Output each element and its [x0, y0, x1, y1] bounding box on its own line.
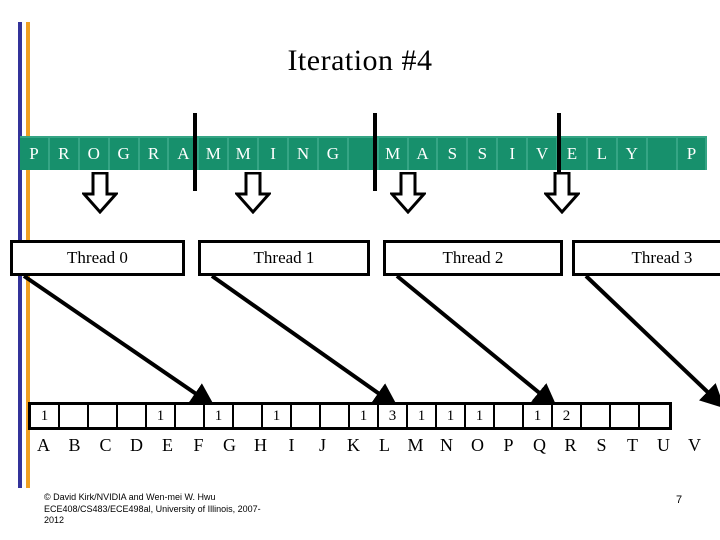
histogram-bin-cell [611, 405, 640, 427]
strip-cell: M [229, 136, 260, 170]
strip-cell: L [587, 136, 618, 170]
thread-box-label: Thread 0 [67, 248, 128, 267]
histogram-bin-label: G [223, 434, 236, 455]
thread-to-bin-arrow [395, 274, 558, 408]
strip-cell: E [558, 136, 588, 170]
strip-cell: A [169, 136, 200, 170]
histogram-bin-cell: 1 [437, 405, 466, 427]
down-arrow-icon [233, 171, 273, 215]
histogram-bin-cell: 1 [205, 405, 234, 427]
strip-cell: N [289, 136, 319, 170]
footer-line-1: © David Kirk/NVIDIA and Wen-mei W. Hwu [44, 492, 216, 502]
down-arrow-icon [388, 171, 428, 215]
strip-cell [647, 136, 678, 170]
histogram-bin-cell [495, 405, 524, 427]
histogram-bin-cell [292, 405, 321, 427]
strip-cell: A [408, 136, 439, 170]
histogram-bin-cell: 1 [31, 405, 60, 427]
histogram-bin-label: N [440, 434, 453, 455]
histogram-bin-cell: 1 [263, 405, 292, 427]
strip-cell: R [139, 136, 170, 170]
strip-cell: R [49, 136, 80, 170]
thread-to-bin-arrow [210, 274, 398, 407]
histogram-bin-cell: 1 [408, 405, 437, 427]
histogram-bin-cell [60, 405, 89, 427]
thread-box-label: Thread 2 [442, 248, 504, 267]
down-arrow-icon [542, 171, 582, 215]
strip-cell: G [318, 136, 349, 170]
thread-to-bin-arrow [584, 274, 720, 409]
strip-cell: Y [617, 136, 648, 170]
histogram-bin-cell: 3 [379, 405, 408, 427]
thread-box-3: Thread 3 [572, 240, 720, 276]
histogram-bin-cell [640, 405, 669, 427]
footer-line-2: ECE408/CS483/ECE498al, University of Ill… [44, 503, 261, 514]
histogram-bin-cell: 1 [147, 405, 176, 427]
page-title: Iteration #4 [287, 44, 433, 77]
footer-credit: © David Kirk/NVIDIA and Wen-mei W. Hwu E… [44, 492, 464, 527]
histogram-bin-cell [321, 405, 350, 427]
strip-cell: M [378, 136, 409, 170]
histogram-bin-label: J [318, 434, 326, 455]
thread-box-label: Thread 1 [253, 248, 315, 267]
down-arrow-icon [80, 171, 120, 215]
thread-box-2: Thread 2 [383, 240, 563, 276]
thread-box-label: Thread 3 [631, 248, 693, 267]
histogram-bin-label: P [503, 434, 514, 455]
partition-tick [557, 113, 561, 191]
strip-cell: G [109, 136, 140, 170]
histogram-bin-cell: 1 [466, 405, 495, 427]
thread-box-1: Thread 1 [198, 240, 370, 276]
histogram-bin-label: C [99, 434, 112, 455]
histogram-bin-cell: 2 [553, 405, 582, 427]
thread-box-0: Thread 0 [10, 240, 185, 276]
histogram-bin-label: Q [533, 434, 546, 455]
histogram-bin-label: K [347, 434, 360, 455]
strip-cell: I [259, 136, 290, 170]
thread-to-bin-arrow [22, 274, 215, 407]
strip-cell: I [498, 136, 529, 170]
footer-line-3: 2012 [44, 515, 65, 525]
page-number: 7 [676, 494, 683, 506]
histogram-bin-label: V [688, 434, 701, 455]
histogram-bin-label: M [407, 434, 424, 455]
histogram-bin-label: L [379, 434, 390, 455]
histogram-bin-label: E [162, 434, 173, 455]
histogram-bin-cell [582, 405, 611, 427]
histogram-bin-label: I [288, 434, 295, 455]
strip-cell [348, 136, 379, 170]
strip-cell: P [20, 136, 50, 170]
histogram-bin-cell: 1 [350, 405, 379, 427]
histogram-bin-label: S [596, 434, 607, 455]
histogram-bin-cell [89, 405, 118, 427]
histogram-bin-cell [234, 405, 263, 427]
histogram-bin-label: B [68, 434, 81, 455]
histogram-bin-label: H [254, 434, 267, 455]
strip-cell: V [528, 136, 559, 170]
histogram-bin-cell [176, 405, 205, 427]
strip-cell: S [468, 136, 499, 170]
strip-cell: P [677, 136, 708, 170]
histogram-bin-label: T [627, 434, 638, 455]
histogram-bin-label: D [130, 434, 143, 455]
histogram-bin-label: U [657, 434, 670, 455]
histogram-bin-label: O [471, 434, 484, 455]
partition-tick [373, 113, 377, 191]
histogram-bin-label: R [564, 434, 577, 455]
histogram-bin-cell: 1 [524, 405, 553, 427]
strip-cell: O [79, 136, 110, 170]
histogram-bin-label: A [37, 434, 50, 455]
histogram-bin-label: F [193, 434, 204, 455]
strip-cell: S [438, 136, 469, 170]
partition-tick [193, 113, 197, 191]
histogram-bin-cell [118, 405, 147, 427]
strip-cell: M [199, 136, 230, 170]
